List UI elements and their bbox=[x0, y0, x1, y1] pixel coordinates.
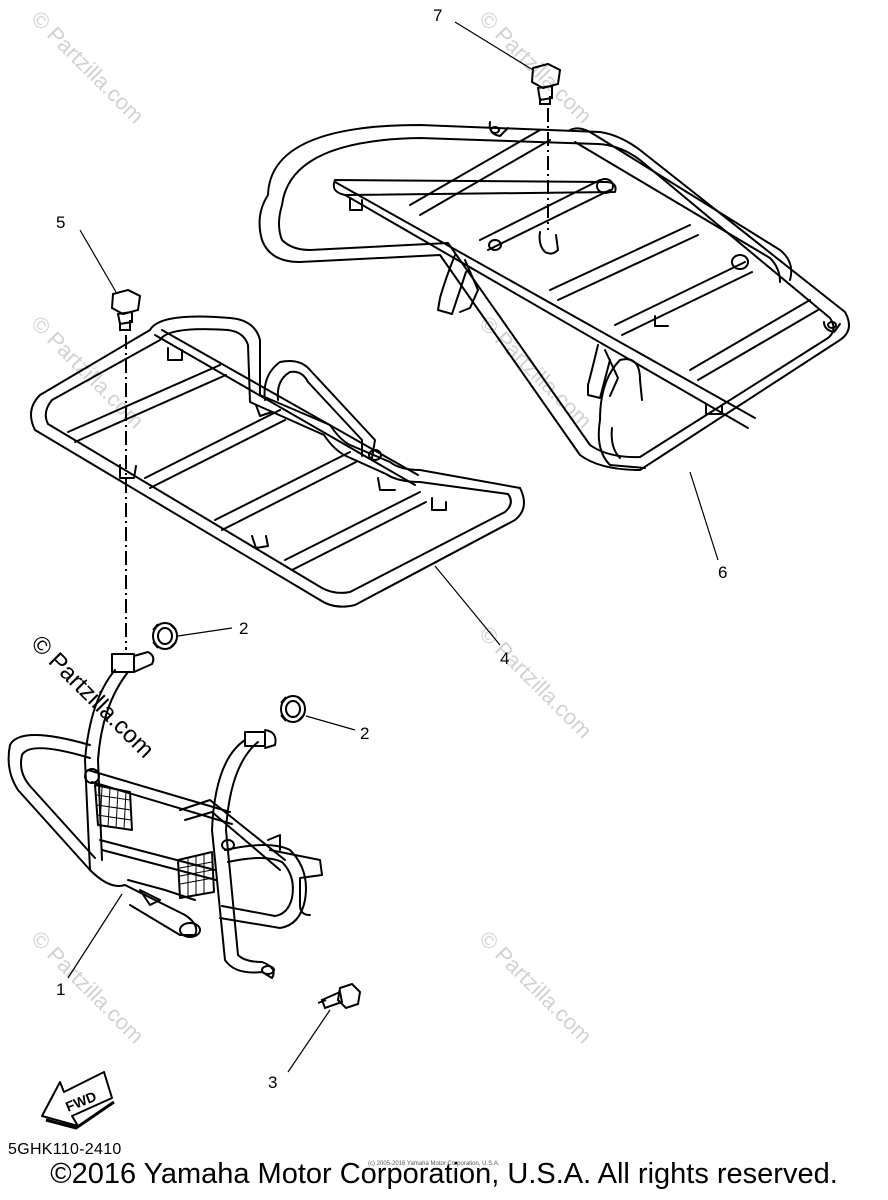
watermark-text-dark: © Partzilla.com bbox=[26, 630, 159, 763]
tiny-copyright: (c) 2005-2016 Yamaha Motor Corporation, … bbox=[368, 1161, 500, 1167]
callout-3: 3 bbox=[268, 1073, 277, 1092]
watermark-text: © Partzilla.com bbox=[26, 6, 149, 129]
bolt-7 bbox=[530, 62, 562, 230]
leader-lines bbox=[67, 21, 719, 1073]
bolt-5 bbox=[110, 288, 142, 650]
copyright-notice: ©2016 Yamaha Motor Corporation, U.S.A. A… bbox=[50, 1158, 838, 1190]
callout-5: 5 bbox=[56, 213, 65, 232]
callout-2: 2 bbox=[360, 724, 369, 743]
forward-arrow-icon: FWD bbox=[41, 1071, 115, 1130]
watermark-text: © Partzilla.com bbox=[474, 926, 597, 1049]
front-guard bbox=[7, 651, 323, 979]
callout-7: 7 bbox=[433, 6, 442, 25]
grommet-2b bbox=[280, 695, 306, 723]
rear-carrier bbox=[258, 121, 850, 471]
watermark-text: © Partzilla.com bbox=[26, 926, 149, 1049]
callout-1: 1 bbox=[56, 980, 65, 999]
callout-2: 2 bbox=[239, 619, 248, 638]
callout-4: 4 bbox=[500, 649, 509, 668]
watermark-text: © Partzilla.com bbox=[474, 621, 597, 744]
bolt-3 bbox=[317, 982, 362, 1010]
part-code: 5GHK110-2410 bbox=[8, 1141, 122, 1158]
front-carrier bbox=[30, 315, 525, 608]
callout-6: 6 bbox=[718, 563, 727, 582]
callouts: 7 5 2 2 4 6 1 3 bbox=[56, 6, 727, 1092]
grommet-2a bbox=[152, 622, 178, 650]
